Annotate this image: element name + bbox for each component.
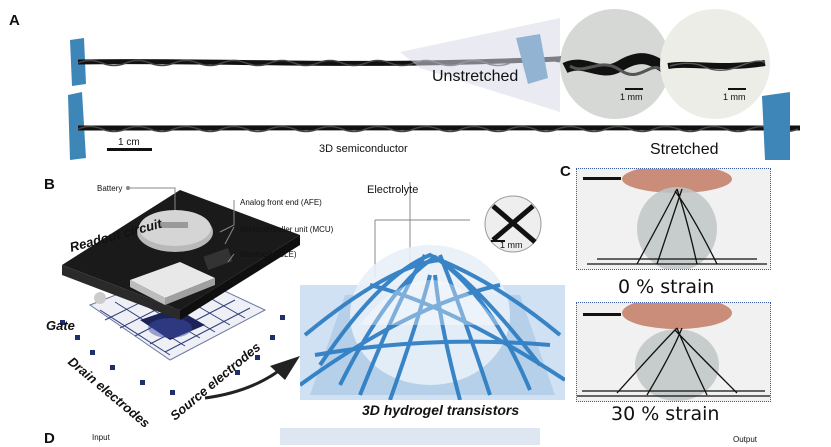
scale-bar-inset1 xyxy=(625,88,643,90)
scale-bar-inset2 xyxy=(728,88,746,90)
clamp-right-bottom xyxy=(762,92,790,160)
panel-label-c: C xyxy=(560,163,571,180)
panel-label-b: B xyxy=(44,176,55,193)
label-battery: Battery xyxy=(97,184,123,193)
label-inset-scale: 1 mm xyxy=(500,240,523,250)
label-unstretched: Unstretched xyxy=(432,68,519,85)
panel-b-figure xyxy=(60,182,470,400)
fiber-stretched xyxy=(77,124,801,133)
panel-label-a: A xyxy=(9,12,20,29)
photo-30-strain xyxy=(576,297,771,402)
label-30-strain: 30 % strain xyxy=(611,403,720,425)
label-input: Input xyxy=(92,433,110,442)
caption-3d-hydrogel-transistors: 3D hydrogel transistors xyxy=(362,402,520,418)
label-3d-semiconductor: 3D semiconductor xyxy=(319,143,408,155)
readout-pcb xyxy=(62,190,300,320)
panel-d-strip xyxy=(280,428,540,445)
electrolyte-inset xyxy=(484,195,542,253)
label-output: Output xyxy=(733,435,758,444)
label-stretched: Stretched xyxy=(650,141,719,158)
hydrogel-transistor-dome xyxy=(300,245,565,400)
panel-a-figure xyxy=(68,9,801,160)
scale-label-inset2: 1 mm xyxy=(723,92,746,102)
label-mcu: Microcontroller unit (MCU) xyxy=(240,225,334,234)
scale-label-inset1: 1 mm xyxy=(620,92,643,102)
label-0-strain: 0 % strain xyxy=(618,276,715,298)
label-ble: Bluetooth (BLE) xyxy=(240,250,297,259)
photo-0-strain xyxy=(576,165,771,271)
arrow-head xyxy=(270,356,300,380)
clamp-left-bottom xyxy=(68,92,86,160)
label-gate: Gate xyxy=(46,318,75,333)
scale-label-1cm: 1 cm xyxy=(118,137,140,148)
panel-label-d: D xyxy=(44,430,55,447)
label-afe: Analog front end (AFE) xyxy=(240,198,322,207)
scale-bar-1cm xyxy=(107,148,152,151)
label-electrolyte: Electrolyte xyxy=(367,184,419,196)
